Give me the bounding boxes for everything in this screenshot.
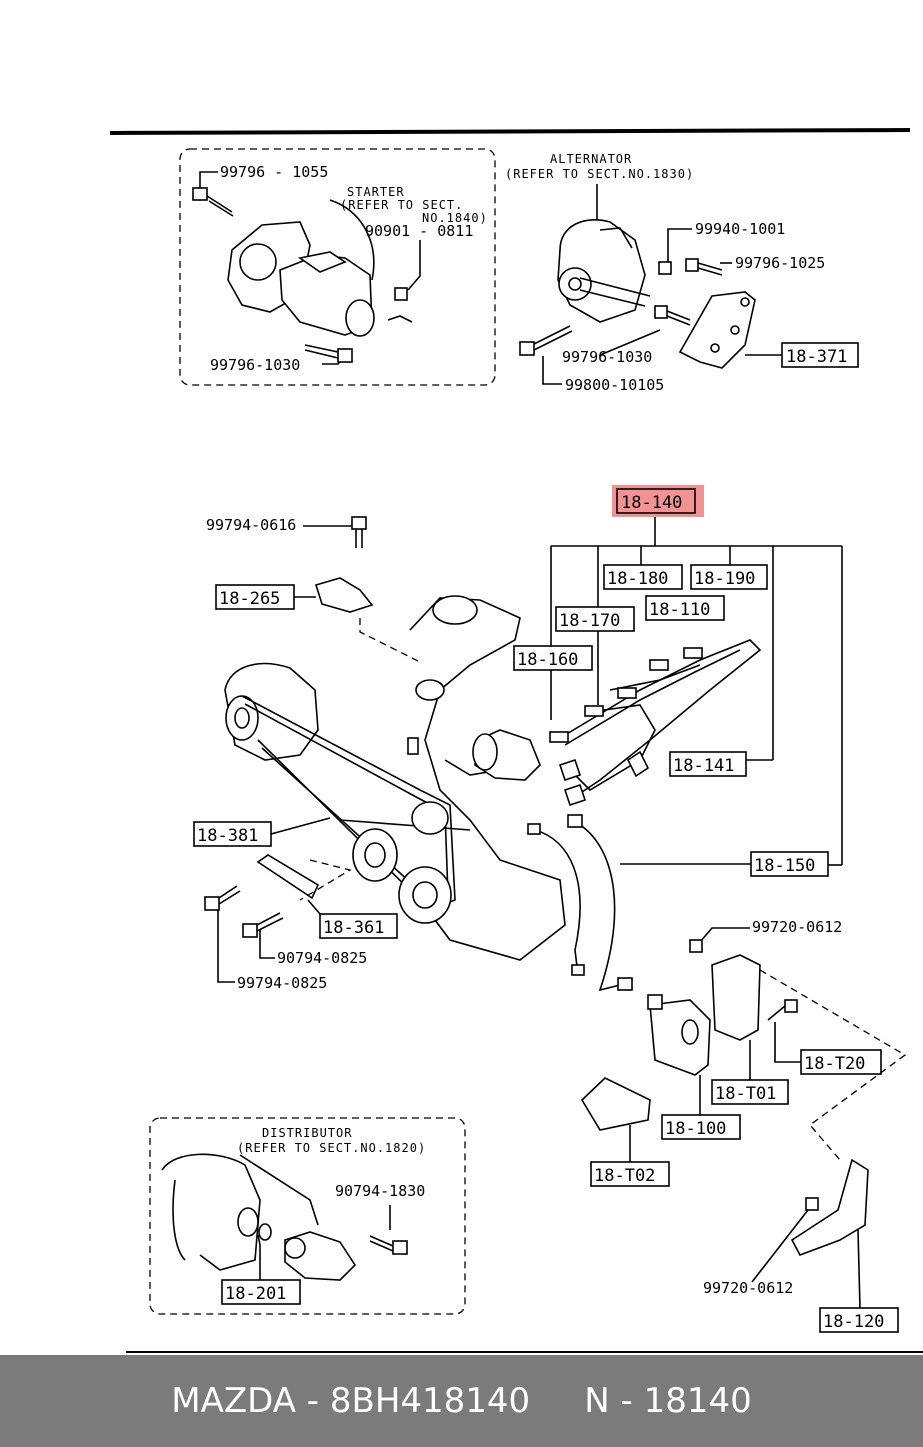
bolt-icon [192,187,234,217]
distributor-icon [472,729,541,781]
bracket-icon [711,954,761,1041]
engine-block-icon [407,595,566,961]
nut-icon [658,261,672,275]
bracket-icon [314,577,374,613]
ignition-coil-icon [647,994,711,1076]
top-rule [109,128,911,135]
pulley-icon [352,801,452,924]
alternator-ref: (REFER TO SECT.NO.1830) [505,167,694,181]
box-18-140-label: 18-140 [621,493,682,513]
parts-diagram: STARTER (REFER TO SECT. NO.1840) 99796 -… [109,128,923,1353]
bolt-icon [767,999,798,1021]
bracket-icon [790,1158,869,1256]
distributor-icon [284,1231,357,1281]
box-18-381-label: 18-381 [197,826,258,846]
footer-code: N - 18140 [584,1381,752,1421]
part-99796-1030-alternator: 99796-1030 [562,348,652,366]
box-18-160-label: 18-160 [517,650,578,670]
bolt-icon [304,344,353,363]
box-18-141-label: 18-141 [673,756,734,776]
part-99940-1001: 99940-1001 [695,220,785,238]
bolt-icon [369,1235,408,1255]
box-18-T20 [800,1049,882,1075]
bolt-icon [204,885,241,911]
box-18-120-label: 18-120 [823,1312,884,1332]
box-18-T02 [590,1161,670,1187]
box-18-160 [513,645,593,671]
box-18-T01-label: 18-T01 [715,1084,776,1104]
box-18-190-label: 18-190 [694,569,755,589]
starter-title: STARTER [347,185,405,199]
box-18-190 [690,564,768,590]
bolt-icon [689,939,703,953]
bolt-icon [519,325,573,356]
box-18-120 [819,1307,899,1333]
box-18-T20-label: 18-T20 [804,1054,865,1074]
part-99796-1025: 99796-1025 [735,254,825,272]
box-18-265-label: 18-265 [219,589,280,609]
box-18-371 [781,342,859,368]
starter-ref2: NO.1840) [422,211,488,225]
part-99796-1030-starter: 99796-1030 [210,356,300,374]
distributor-ref: (REFER TO SECT.NO.1820) [237,1141,426,1155]
box-18-361 [319,913,398,939]
box-18-100-label: 18-100 [665,1119,726,1139]
part-90901-0811: 90901 - 0811 [365,222,473,240]
box-18-150 [750,851,829,877]
box-18-381 [193,821,272,847]
starter-inset: STARTER (REFER TO SECT. NO.1840) 99796 -… [179,148,496,386]
box-18-T02-label: 18-T02 [594,1166,655,1186]
part-99794-0825: 99794-0825 [237,974,327,992]
distributor-title: DISTRIBUTOR [262,1126,352,1140]
bracket-icon [580,1077,651,1131]
part-99794-0616: 99794-0616 [206,516,296,534]
box-18-180-label: 18-180 [607,569,668,589]
box-18-180 [603,564,683,590]
box-18-141 [669,751,747,777]
highlight-18-140 [612,485,704,517]
footer-bar: MAZDA - 8BH418140 N - 18140 [0,1355,923,1447]
bolt-icon [351,516,367,548]
box-18-201-label: 18-201 [225,1284,286,1304]
bracket-icon [678,291,756,369]
box-18-150-label: 18-150 [754,856,815,876]
bolt-icon [242,912,284,938]
ignition-wires-icon [549,639,762,807]
part-90794-1830: 90794-1830 [335,1182,425,1200]
main-diagram: 18-140 18-180 18-190 18-110 18-170 18-16… [193,485,907,1333]
box-18-371-label: 18-371 [786,347,847,367]
box-18-110 [645,595,725,621]
distributor-inset: DISTRIBUTOR (REFER TO SECT.NO.1820) 9079… [149,1117,466,1315]
box-18-170 [555,606,635,632]
box-18-100 [661,1114,741,1140]
part-99720-0612-top: 99720-0612 [752,918,842,936]
box-18-361-label: 18-361 [323,918,384,938]
alternator-title: ALTERNATOR [550,152,632,166]
footer-brand: MAZDA - 8BH418140 [171,1381,531,1421]
bolt-icon [654,305,691,326]
starter-motor-icon [227,199,413,337]
box-18-201 [221,1279,301,1305]
box-18-110-label: 18-110 [649,600,710,620]
box-18-170-label: 18-170 [559,611,620,631]
part-99800-10105: 99800-10105 [565,376,664,394]
starter-ref: (REFER TO SECT. [340,198,463,212]
bolt-icon [805,1197,819,1211]
coil-wire-icon [527,814,633,992]
bolt-icon [685,258,723,276]
clip-icon [626,750,650,778]
part-99720-0612-bottom: 99720-0612 [703,1279,793,1297]
starter-inset-border [179,148,496,386]
distributor-inset-border [149,1117,466,1315]
part-99796-1055: 99796 - 1055 [220,163,328,181]
part-90794-0825: 90794-0825 [277,949,367,967]
alternator-inset: ALTERNATOR (REFER TO SECT.NO.1830) 99940… [505,152,859,394]
bracket-icon [256,854,320,900]
nut-icon [394,287,408,301]
alternator-icon [557,219,651,323]
